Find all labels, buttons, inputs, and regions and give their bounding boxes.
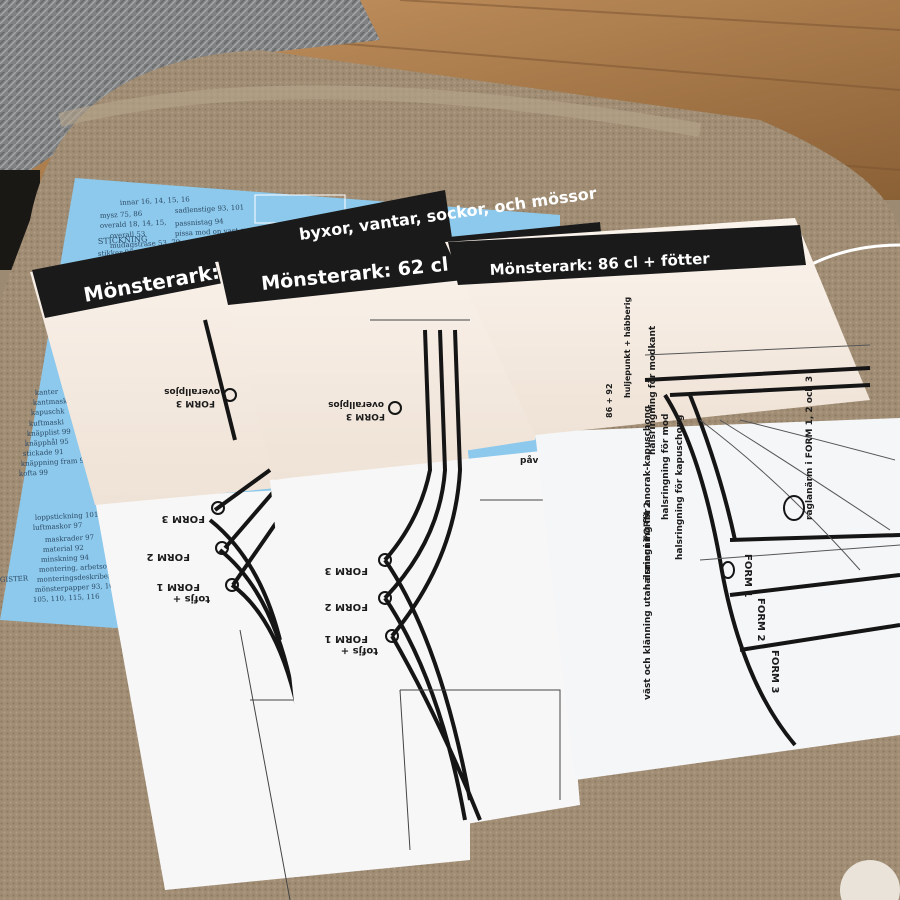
sheet-56-label-form3: FORM 3 [162,513,205,524]
fluffy-toy [840,860,900,900]
sheet-86-label-huljepunkt: huljepunkt + häbberig [623,297,632,398]
booklet-index-line: sadlenstige 93, 101 [175,203,245,215]
sheet-62-pattern-lines [383,329,482,821]
sheet-86-label-form1: FORM 1 [742,554,753,597]
sheet-62-label-tofjs: tofjs + [341,645,378,656]
booklet-index-line: knäppning fram 97 [21,456,89,468]
booklet-index-line: luftmaskor 97 [33,521,83,532]
sheet-86-label-form3: FORM 3 [769,650,780,693]
sheet-56-label-tofjs: tofjs + [173,593,210,604]
sheet-86-marker-raglan [783,495,805,521]
sheet-62-paper-lower [270,450,580,850]
sheet-86-label-mod: halsringning för mod [661,414,671,520]
sheet-86-label-anorak: halsringning för anorak-kapuschong [643,406,653,590]
sheet-62-label-form2: FORM 2 [325,601,368,612]
booklet-index-line: STICKNING [98,234,148,246]
sofa-highlight [58,85,702,137]
booklet-index-line: mysz 75, 86 [100,210,143,220]
booklet-index-line: kapuschk [31,407,66,417]
sheet-62-label-form1: FORM 1 [325,633,368,644]
sheet-56-label-form1: FORM 1 [157,581,200,592]
booklet-index-line: GISTER [0,574,29,584]
booklet-index-line: stikker 96 [98,248,135,258]
sheet-86-marker-form1 [721,561,735,579]
sheet-56-marker-top [223,388,237,402]
sheet-86-label-kapuschong: halsringning för kapuschong [675,415,685,560]
sheet-86-label-modkant: halsringning för modkant [648,325,658,455]
sheet-86-label-vast: väst och klänning utan ärmar i FORM 2 [643,502,653,700]
sheet-86-thin-lines [644,344,900,571]
sheet-56-marker-3 [211,501,225,515]
booklet-index-line: kanter [35,388,59,397]
booklet-index-line: stickade 91 [23,448,64,458]
grey-rug [0,0,380,190]
booklet-index-line: overald 18, 14, 15, [100,219,167,230]
sheet-62-marker-1 [385,629,399,643]
sheet-86-label-form2: FORM 2 [755,598,766,641]
booklet-index-line: material 92 [43,544,84,554]
sheet-62-marker-top [388,401,402,415]
power-cord [809,243,900,267]
sheet-56-banner [32,190,452,318]
sheet-62-marker-3 [378,553,392,567]
booklet-index-line: kantmask [33,397,69,407]
booklet-index-line: passnistag 94 [175,217,225,228]
booklet-index-line: innar 16, 14, 15, 16 [120,195,191,207]
sheet-56-marker-2 [215,541,229,555]
sheet-86-pattern-lines [644,366,900,747]
sheet-62-label-pave: påve [520,455,545,466]
booklet-index-line: overall 53 [110,230,146,240]
sheet-56-marker-1 [225,578,239,592]
sheet-86-label-size: 86 + 92 [605,383,614,418]
sheet-62-label-form3-top: FORM 3 [346,411,385,421]
booklet-index-line: minskning 94 [41,553,90,564]
booklet-index-line: 105, 110, 115, 116 [33,592,101,604]
booklet-index-line: kofta 99 [19,468,49,478]
sheet-56-label-overall: overallpjos [164,386,220,396]
sheet-56-pattern-lines [203,319,302,721]
booklet-index-line: kuftmaski [29,418,65,428]
booklet-index-line: knäpphål 95 [25,437,69,448]
sheet-62-thin-lines [370,319,561,851]
booklet-index-line: loppstickning 101 [35,511,99,522]
booklet-index-line: mudagstrase 53, 79 [110,238,181,250]
sheet-62-label-form3: FORM 3 [325,565,368,576]
sheet-56-label-form2: FORM 2 [147,551,190,562]
sheet-86-banner [448,225,806,285]
pattern-sheet-86: Mönsterark: 86 cl + fötter halsringning … [445,218,900,780]
sheet-62-label-overall: overallpjos [328,399,384,409]
sheet-86-paper-lower [535,418,900,780]
sheet-56-label-form3-top: FORM 3 [176,398,215,408]
booklet-index-line: knäpplist 99 [27,428,71,438]
booklet-index-line: maskrader 97 [45,533,95,544]
sheet-62-marker-2 [378,591,392,605]
sheet-86-label-raglan: raglanärm i FORM 1, 2 och 3 [805,376,815,520]
